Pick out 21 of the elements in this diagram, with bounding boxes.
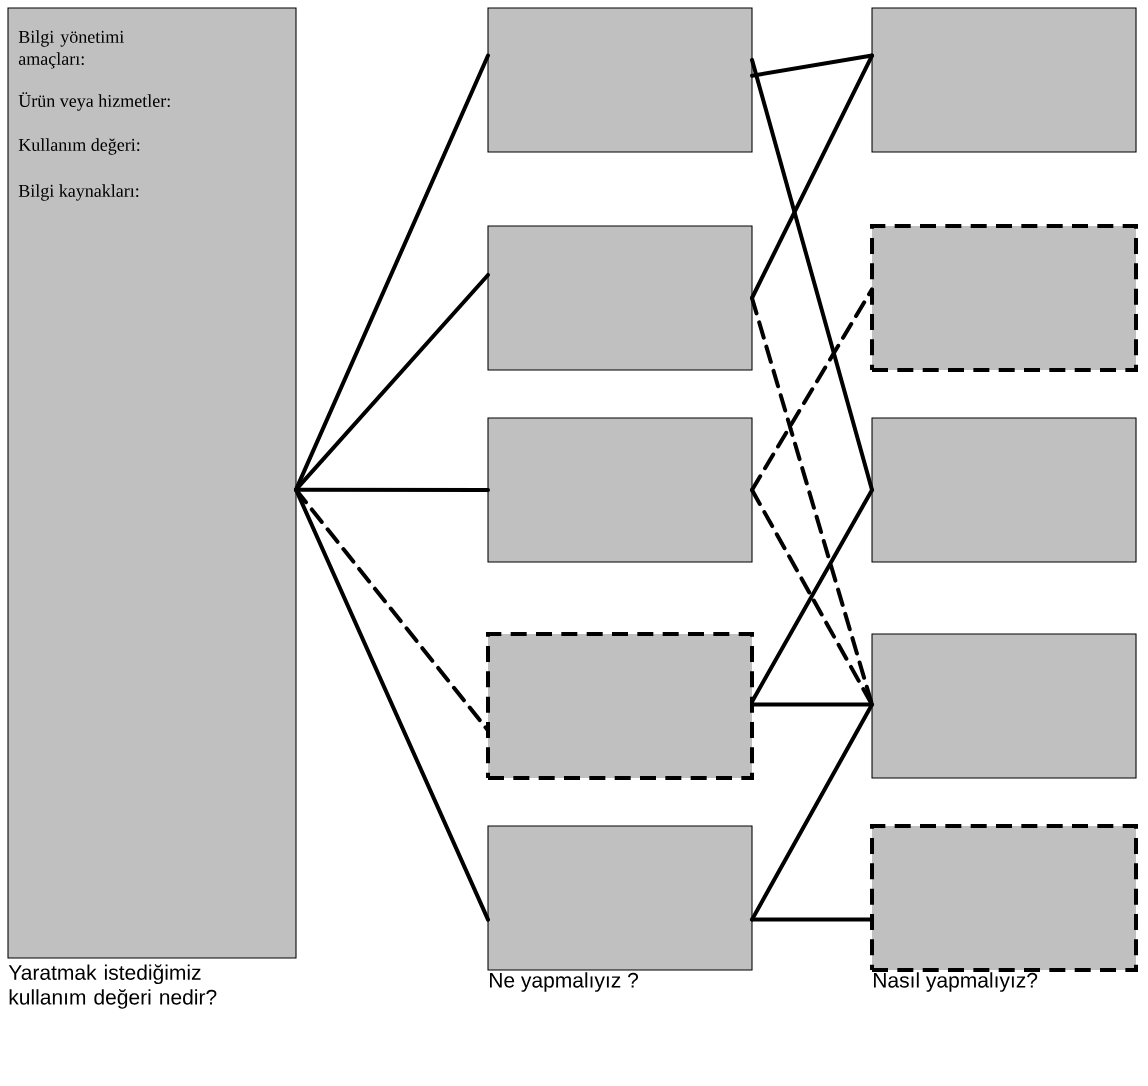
empty-box bbox=[871, 417, 1137, 563]
text: Bilgi kaynakları: bbox=[18, 184, 139, 201]
connector-line bbox=[750, 287, 874, 492]
text: Bilgi yönetimi amaçları: bbox=[18, 30, 124, 69]
empty-box bbox=[487, 417, 753, 563]
node-label: Yaratmak istediğimiz kullanım değeri nedir? bbox=[8, 964, 217, 1009]
empty-box bbox=[871, 7, 1137, 153]
connector-line bbox=[750, 702, 874, 922]
empty-box bbox=[870, 224, 1138, 372]
connector-line bbox=[750, 917, 874, 922]
text: Ürün veya hizmetler: bbox=[18, 92, 170, 111]
empty-box bbox=[487, 7, 753, 153]
empty-box bbox=[870, 824, 1138, 972]
connector-line bbox=[750, 53, 874, 300]
connector-line bbox=[294, 487, 490, 922]
connector-line bbox=[750, 57, 874, 492]
empty-box bbox=[487, 225, 753, 371]
empty-box bbox=[871, 633, 1137, 779]
text: Kullanım değeri: bbox=[18, 138, 140, 155]
empty-box bbox=[486, 632, 754, 780]
empty-box bbox=[487, 825, 753, 971]
